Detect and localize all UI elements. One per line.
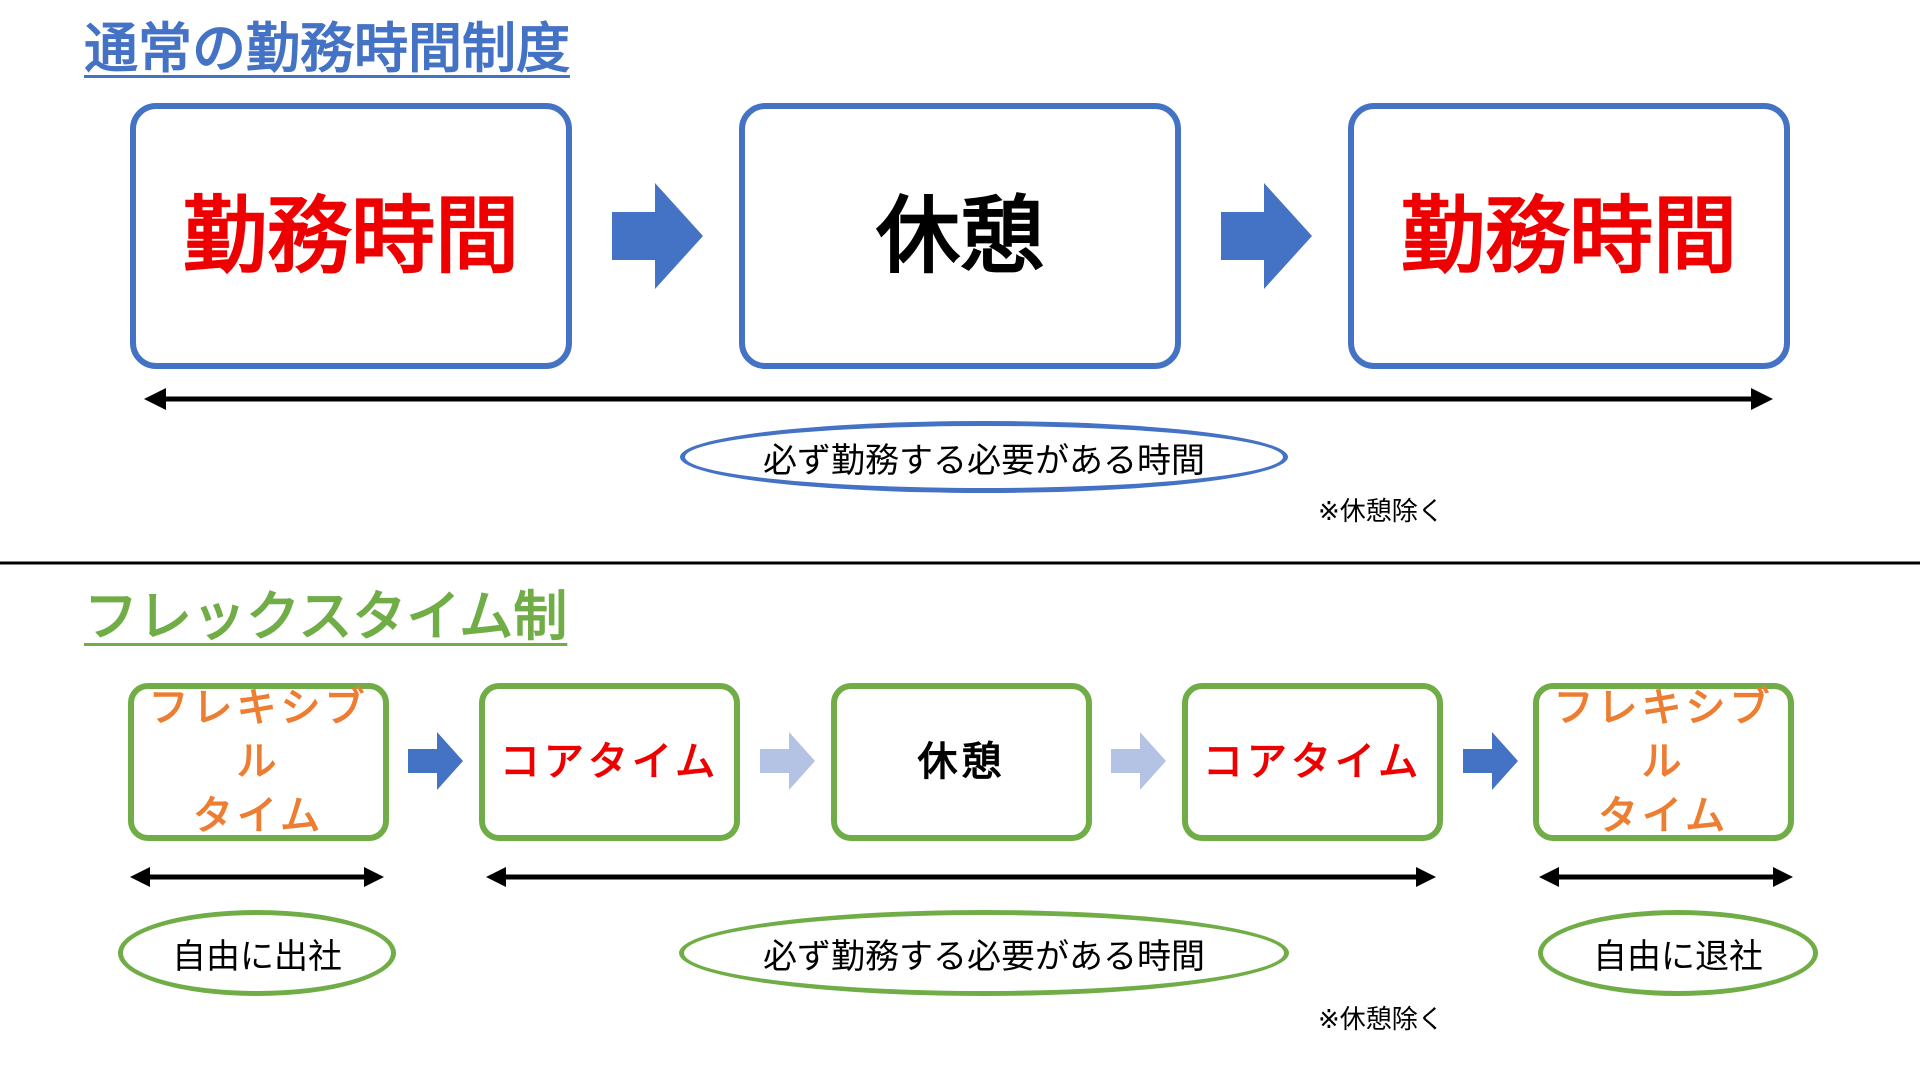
flex-box-flexible-end-line1: フレキシブル xyxy=(1553,685,1774,785)
flex-box-flexible-start-line1: フレキシブル xyxy=(148,685,369,785)
standard-box-work-1: 勤務時間 xyxy=(130,103,572,369)
flex-box-core-2-label: コアタイム xyxy=(1202,739,1423,785)
standard-required-time-label: 必ず勤務する必要がある時間 xyxy=(763,440,1205,481)
standard-required-time-ellipse: 必ず勤務する必要がある時間 xyxy=(680,421,1288,493)
flex-flow-arrow-2 xyxy=(760,732,815,790)
flex-span-center-head-b xyxy=(1416,867,1436,887)
flex-note: ※休憩除く xyxy=(1318,1005,1444,1035)
standard-box-work-1-label: 勤務時間 xyxy=(182,187,519,285)
flex-box-break: 休憩 xyxy=(831,683,1092,841)
flex-span-left-head-a xyxy=(130,867,150,887)
flex-span-right-head-b xyxy=(1773,867,1793,887)
flex-box-core-1: コアタイム xyxy=(479,683,740,841)
standard-box-work-2-label: 勤務時間 xyxy=(1400,187,1737,285)
standard-flow-arrow-2 xyxy=(1221,183,1312,289)
standard-box-break: 休憩 xyxy=(739,103,1181,369)
flex-title: フレックスタイム制 xyxy=(84,585,568,648)
flex-required-time-label: 必ず勤務する必要がある時間 xyxy=(763,936,1205,977)
flex-span-center-head-a xyxy=(486,867,506,887)
flex-span-right-head-a xyxy=(1539,867,1559,887)
standard-title: 通常の勤務時間制度 xyxy=(84,17,570,80)
standard-note: ※休憩除く xyxy=(1318,497,1444,527)
flex-box-flexible-start: フレキシブル タイム xyxy=(128,683,389,841)
standard-flow-arrow-1 xyxy=(612,183,703,289)
flex-arrive-freely-ellipse: 自由に出社 xyxy=(118,910,396,996)
flex-flow-arrow-3 xyxy=(1111,732,1166,790)
flex-box-core-1-label: コアタイム xyxy=(499,739,720,785)
flex-box-break-label: 休憩 xyxy=(917,739,1006,785)
flex-leave-freely-ellipse: 自由に退社 xyxy=(1538,910,1818,996)
standard-box-break-label: 休憩 xyxy=(875,187,1044,285)
flex-span-left-head-b xyxy=(364,867,384,887)
flex-box-flexible-end-line2: タイム xyxy=(1597,793,1730,839)
standard-span-arrow-right-head xyxy=(1751,388,1773,410)
flex-required-time-ellipse: 必ず勤務する必要がある時間 xyxy=(679,910,1289,996)
standard-span-arrow-left-head xyxy=(144,388,166,410)
flex-box-core-2: コアタイム xyxy=(1182,683,1443,841)
flex-arrive-freely-label: 自由に出社 xyxy=(172,936,342,977)
flex-leave-freely-label: 自由に退社 xyxy=(1593,936,1763,977)
flex-flow-arrow-1 xyxy=(408,732,463,790)
standard-box-work-2: 勤務時間 xyxy=(1348,103,1790,369)
flex-flow-arrow-4 xyxy=(1463,732,1518,790)
flex-box-flexible-start-line2: タイム xyxy=(192,793,325,839)
flex-box-flexible-end: フレキシブル タイム xyxy=(1533,683,1794,841)
